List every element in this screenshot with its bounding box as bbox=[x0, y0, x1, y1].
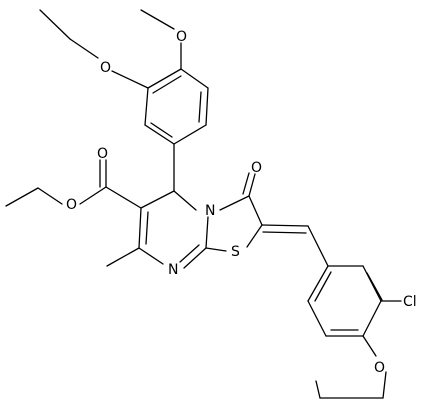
bottom-ethoxy-group bbox=[315, 335, 387, 399]
pyrimidine-ring bbox=[138, 143, 209, 269]
thiazole-ring bbox=[205, 195, 263, 252]
atom-label-o-ketone: O bbox=[251, 160, 262, 176]
top-ethoxy-group bbox=[39, 9, 149, 89]
top-aryl-ring bbox=[144, 68, 209, 145]
ester-group bbox=[5, 159, 142, 209]
atom-label-n-imine: N bbox=[168, 262, 178, 278]
atom-label-cl: Cl bbox=[403, 294, 417, 310]
atom-label-n-ring: N bbox=[205, 203, 215, 219]
ketone-group bbox=[242, 172, 256, 197]
methyl-group bbox=[106, 247, 140, 267]
benzylidene-linker bbox=[261, 224, 329, 267]
atom-label-o-ethoxy-top: O bbox=[100, 60, 111, 76]
atom-label-o-ester-carbonyl: O bbox=[97, 146, 108, 162]
atom-label-o-ester: O bbox=[66, 197, 77, 213]
bottom-aryl-ring bbox=[307, 265, 383, 337]
methoxy-group bbox=[140, 9, 182, 70]
atom-label-o-ethoxy-bottom: O bbox=[374, 360, 385, 376]
atom-labels: O O O O O N N S Cl O bbox=[66, 29, 417, 376]
atom-label-o-methoxy: O bbox=[176, 29, 187, 45]
atom-label-s-thiazole: S bbox=[231, 244, 240, 260]
